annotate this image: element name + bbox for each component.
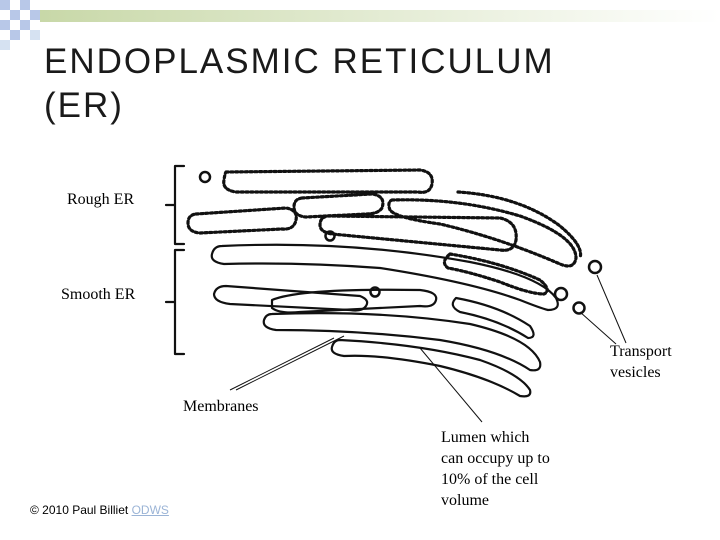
transport-vesicles (198, 170, 603, 315)
smooth-er-cisterna-3 (270, 288, 438, 314)
vesicle-4 (587, 259, 603, 275)
rough-er-cisterna-5 (387, 198, 578, 268)
rough-er-cisterna-7 (442, 252, 549, 296)
membranes-pointer-2 (235, 335, 345, 391)
vesicle-1 (198, 170, 212, 184)
credit-link[interactable]: ODWS (131, 503, 169, 517)
rough-er-cisterna-6 (456, 190, 583, 260)
vesicle-6 (572, 301, 586, 315)
transport-label-line-1: Transport (610, 343, 672, 360)
vesicle-2 (324, 230, 336, 242)
transport-pointer-1 (596, 274, 627, 344)
lumen-label: Lumen which can occupy up to 10% of the … (441, 427, 550, 511)
smooth-er-cisterna-6 (330, 338, 532, 398)
header-bar (40, 10, 720, 22)
lumen-pointer (419, 347, 483, 423)
lumen-label-line-3: 10% of the cell (441, 471, 539, 488)
smooth-er-cisterna-1 (210, 243, 559, 312)
vesicle-3 (369, 286, 381, 298)
title-line-1: ENDOPLASMIC RETICULUM (44, 42, 555, 81)
lumen-label-line-2: can occupy up to (441, 450, 550, 467)
lumen-label-line-1: Lumen which (441, 429, 530, 446)
rough-er (186, 168, 583, 296)
rough-er-bracket (164, 164, 186, 246)
transport-pointer-2 (579, 311, 617, 345)
header-squares (0, 0, 40, 50)
smooth-er (210, 243, 559, 398)
page-title: ENDOPLASMIC RETICULUM (ER) (44, 40, 555, 128)
lumen-label-line-4: volume (441, 492, 489, 509)
rough-er-cisterna-1 (222, 168, 434, 194)
rough-er-cisterna-2 (186, 206, 298, 235)
membranes-label: Membranes (183, 398, 259, 415)
transport-label-line-2: vesicles (610, 364, 661, 381)
transport-vesicles-label: Transport vesicles (610, 341, 672, 383)
credit-text: © 2010 Paul Billiet (30, 503, 132, 517)
smooth-er-cisterna-5 (451, 296, 535, 340)
credit-line: © 2010 Paul Billiet ODWS (30, 503, 169, 517)
smooth-er-cisterna-4 (262, 312, 542, 372)
rough-er-cisterna-3 (292, 192, 385, 219)
smooth-er-bracket (164, 248, 186, 356)
smooth-er-label: Smooth ER (61, 286, 136, 303)
rough-er-cisterna-4 (318, 214, 518, 252)
header-decoration (0, 0, 720, 50)
membranes-pointer-1 (229, 337, 335, 391)
vesicle-5 (553, 286, 569, 302)
rough-er-label: Rough ER (67, 191, 135, 208)
title-line-2: (ER) (44, 86, 124, 125)
